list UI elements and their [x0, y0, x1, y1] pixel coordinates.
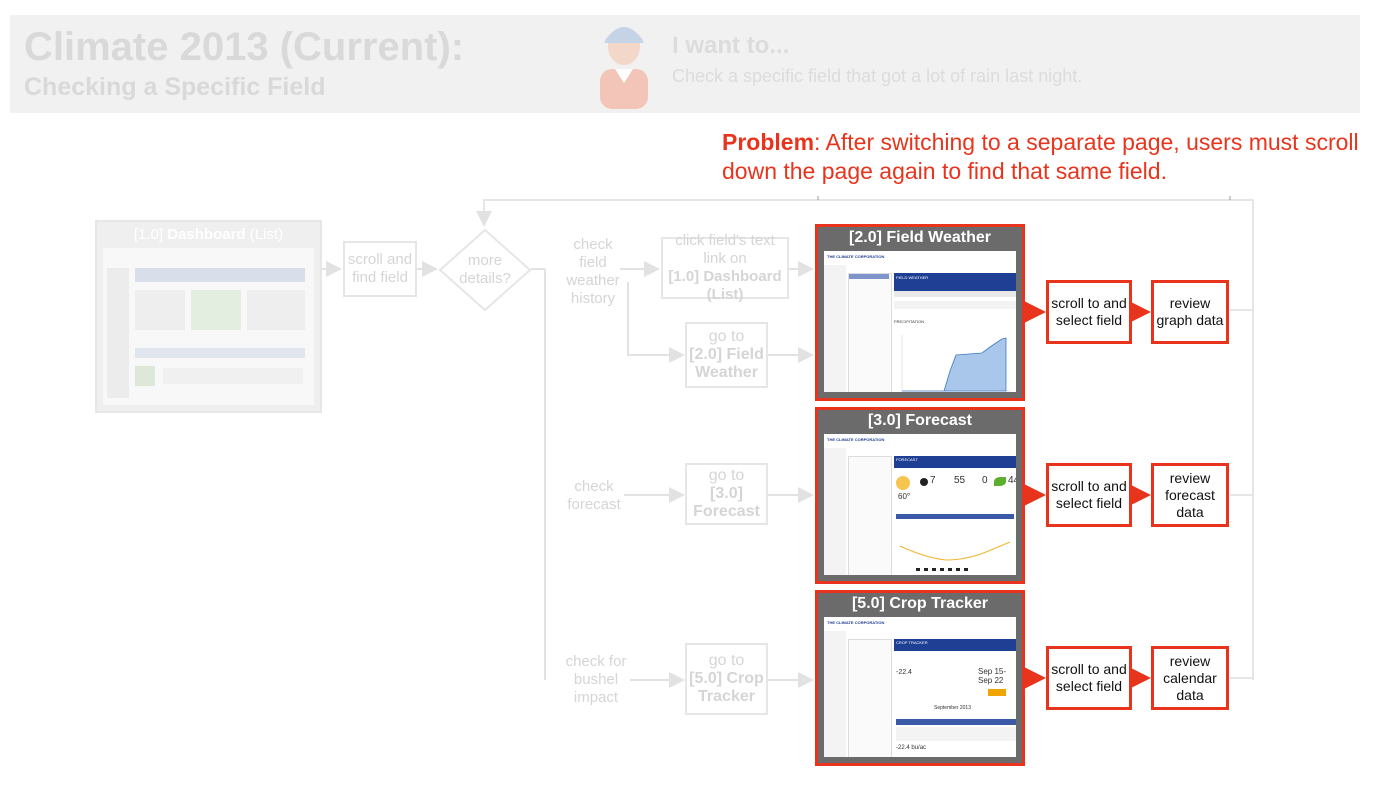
farmer-avatar-icon [600, 27, 648, 109]
forecast-screen-title: [3.0] Forecast [867, 412, 973, 429]
goto-field-weather-step: go to[2.0] Field Weather [685, 322, 768, 388]
forecast-value-2: 55 [954, 475, 966, 486]
forecast-preview: THE CLIMATE CORPORATION FORECAST 7 55 0 … [824, 434, 1016, 575]
check-bushel-branch: check for bushel impact [565, 653, 627, 706]
more-details-decision [438, 228, 532, 312]
current-temp: 60° [898, 492, 911, 501]
leaf-icon [994, 477, 1006, 486]
problem-text: : After switching to a separate page, us… [722, 129, 1359, 184]
dashboard-title: [1.0] Dashboard (List) [133, 226, 284, 243]
scroll-select-field-weather[interactable]: scroll to and select field [1046, 280, 1132, 344]
sun-icon [896, 476, 910, 490]
brand-logo: THE CLIMATE CORPORATION [827, 620, 885, 625]
dashboard-screen-thumbnail[interactable]: [1.0] Dashboard (List) [95, 220, 322, 413]
calendar-month: September 2013 [934, 705, 971, 711]
problem-label: Problem [722, 129, 815, 155]
scroll-find-field-step: scroll and find field [343, 241, 417, 297]
scroll-select-field-forecast[interactable]: scroll to and select field [1046, 463, 1132, 527]
forecast-screen[interactable]: [3.0] Forecast THE CLIMATE CORPORATION F… [815, 407, 1025, 584]
page-title: Climate 2013 (Current): [24, 25, 465, 69]
crop-action-button[interactable] [988, 689, 1006, 696]
field-weather-screen[interactable]: [2.0] Field Weather THE CLIMATE CORPORAT… [815, 224, 1025, 401]
forecast-banner: FORECAST [894, 456, 1016, 468]
crop-tracker-screen[interactable]: [5.0] Crop Tracker THE CLIMATE CORPORATI… [815, 590, 1025, 766]
review-forecast-data[interactable]: review forecast data [1151, 463, 1229, 527]
crop-impact-value: -22.4 [896, 669, 912, 676]
crop-date-range: Sep 15-Sep 22 [978, 667, 1007, 685]
hourly-forecast-chart [899, 541, 1011, 571]
click-field-link-step: click field's text link on[1.0] Dashboar… [661, 232, 789, 303]
goto-forecast-step: go to[3.0] Forecast [685, 463, 768, 525]
forecast-value-4: 44 [1008, 475, 1016, 486]
problem-statement: Problem: After switching to a separate p… [722, 128, 1362, 186]
crop-bottom-value: -22.4 bu/ac [896, 745, 927, 751]
want-description: Check a specific field that got a lot of… [672, 66, 1083, 86]
crop-tracker-screen-title: [5.0] Crop Tracker [851, 595, 989, 612]
page-subtitle: Checking a Specific Field [24, 73, 326, 101]
want-label: I want to... [672, 32, 790, 59]
decision-label: more details? [459, 252, 511, 287]
accumulated-precip-chart [901, 335, 1010, 392]
review-calendar-data[interactable]: review calendar data [1151, 646, 1229, 710]
wind-icon [920, 478, 928, 486]
crop-banner: CROP TRACKER [894, 639, 1016, 651]
precipitation-label: PRECIPITATION [894, 319, 925, 324]
field-weather-preview: THE CLIMATE CORPORATION FIELD WEATHER PR… [824, 251, 1016, 392]
weather-banner: FIELD WEATHER [894, 273, 1016, 291]
dashboard-preview [103, 248, 314, 405]
scroll-select-field-crop[interactable]: scroll to and select field [1046, 646, 1132, 710]
brand-logo: THE CLIMATE CORPORATION [827, 437, 885, 442]
forecast-value-3: 0 [982, 475, 988, 486]
goto-crop-tracker-step: go to[5.0] Crop Tracker [685, 643, 768, 715]
check-forecast-branch: check forecast [567, 478, 621, 513]
crop-tracker-preview: THE CLIMATE CORPORATION CROP TRACKER -22… [824, 617, 1016, 757]
review-graph-data[interactable]: review graph data [1151, 280, 1229, 344]
header-banner: Climate 2013 (Current): Checking a Speci… [10, 15, 1360, 113]
field-weather-screen-title: [2.0] Field Weather [849, 229, 991, 246]
brand-logo: THE CLIMATE CORPORATION [827, 254, 885, 259]
forecast-value-1: 7 [930, 475, 936, 486]
check-weather-branch: check field weather history [566, 236, 620, 307]
